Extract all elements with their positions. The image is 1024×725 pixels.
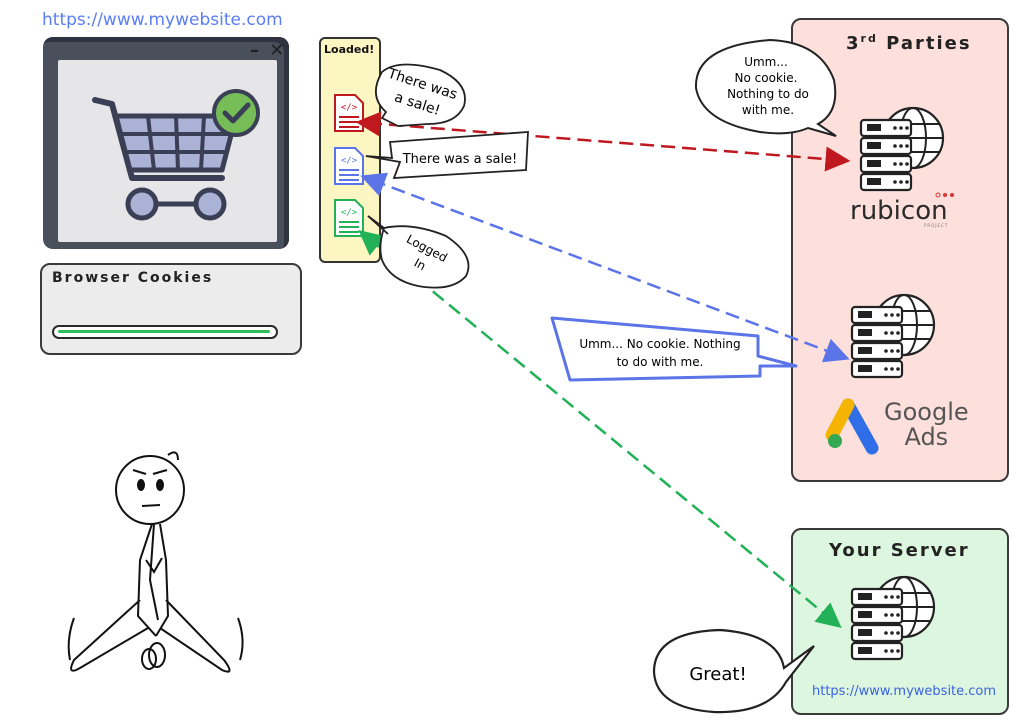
google-ads-logo: [825, 398, 879, 455]
server-globe-icon-rubicon: [859, 106, 945, 192]
rubicon-reply-line1: Umm...: [744, 55, 788, 69]
server-globe-icon-google: [850, 293, 936, 379]
bubble-sale-rect-text: There was a sale!: [402, 152, 518, 167]
your-server-title: Your Server: [829, 540, 970, 561]
rubicon-logo-sub: PROJECT: [924, 223, 949, 228]
window-controls: – ✕: [250, 40, 287, 61]
code-file-icon-green: </>: [334, 199, 364, 237]
code-file-icon-red: </>: [334, 94, 364, 132]
arrow-green: [358, 230, 842, 628]
google-reply-line2: to do with me.: [617, 355, 704, 369]
bubble-rubicon-reply: [694, 38, 837, 137]
rubicon-reply-line2: No cookie.: [735, 71, 798, 85]
google-reply-line1: Umm... No cookie. Nothing: [579, 337, 740, 351]
bubble-sale-small: [375, 63, 466, 127]
shopping-cart-icon: [92, 97, 239, 221]
browser-cookies-title: Browser Cookies: [52, 270, 214, 286]
bubble-sale-rect: [365, 131, 529, 179]
rubicon-reply-line4: with me.: [742, 103, 794, 117]
rubicon-reply-line3: Nothing to do: [727, 87, 809, 101]
bubble-google-reply: [550, 316, 798, 382]
svg-text:</>: </>: [341, 103, 358, 113]
svg-text:</>: </>: [341, 208, 358, 218]
cookie-bar-fill: [58, 330, 270, 333]
third-parties-title: 3rd Parties: [846, 32, 972, 54]
code-file-icon-blue: </>: [334, 147, 364, 185]
great-text: Great!: [689, 664, 746, 685]
browser-cookies-box: [40, 263, 302, 355]
check-icon: [212, 89, 260, 137]
bubble-logged-in: [367, 215, 470, 289]
loaded-label: Loaded!: [324, 43, 375, 56]
arrow-red: [355, 111, 851, 172]
your-server-url: https://www.mywebsite.com: [812, 684, 997, 699]
rubicon-dots: [935, 192, 954, 198]
browser-url: https://www.mywebsite.com: [42, 10, 283, 30]
svg-text:</>: </>: [341, 156, 358, 166]
rubicon-logo: rubicon: [850, 196, 948, 226]
bubble-great: [652, 628, 815, 714]
stick-figure: [67, 451, 244, 673]
server-globe-icon-yours: [850, 575, 936, 661]
